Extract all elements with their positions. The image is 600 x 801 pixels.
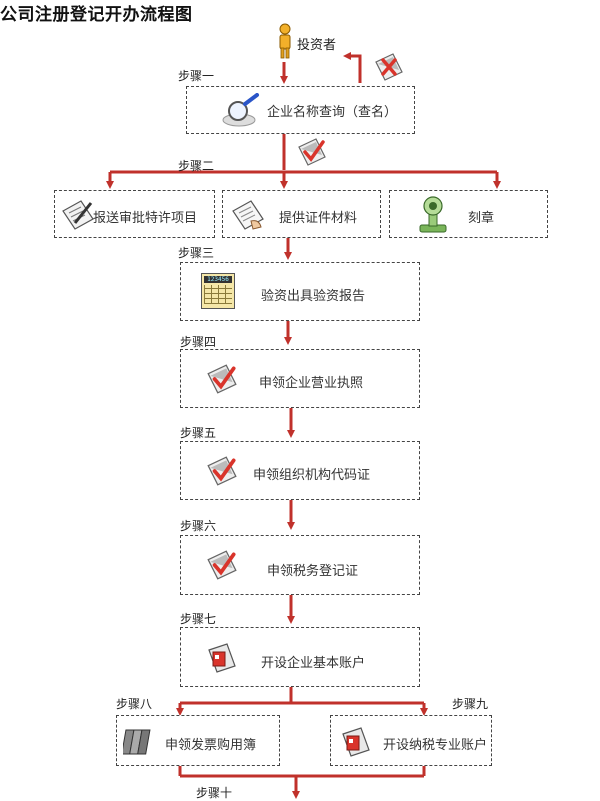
flow-box-label: 申领税务登记证 — [267, 564, 359, 579]
flow-box-label: 报送审批特许项目 — [93, 211, 198, 226]
page-title: 公司注册登记开办流程图 — [0, 5, 193, 25]
step-label-6: 步骤六 — [180, 519, 217, 533]
folder-document-icon — [208, 643, 236, 673]
flow-box-business-license: 申领企业营业执照 — [180, 349, 420, 408]
magnifier-icon — [222, 93, 259, 127]
calculator-icon: 123456 — [201, 273, 235, 309]
calculator-display: 123456 — [204, 276, 232, 283]
books-icon — [123, 729, 151, 755]
folder-document-icon — [342, 727, 370, 757]
flow-box-label: 申领组织机构代码证 — [253, 468, 371, 483]
step-label-3: 步骤三 — [178, 246, 215, 260]
step-label-8: 步骤八 — [116, 697, 153, 711]
step-label-10: 步骤十 — [196, 786, 233, 800]
flow-box-basic-account: 开设企业基本账户 — [180, 627, 420, 687]
check-clipboard-icon — [207, 550, 237, 580]
reject-clipboard-icon — [375, 53, 403, 81]
flow-box-label: 企业名称查询（查名） — [267, 105, 398, 120]
flow-box-invoice-book: 申领发票购用簿 — [116, 715, 280, 766]
flow-box-label: 刻章 — [468, 211, 495, 226]
flow-box-tax-registration: 申领税务登记证 — [180, 535, 420, 595]
person-icon — [279, 23, 291, 59]
step-label-5: 步骤五 — [180, 426, 217, 440]
step-label-4: 步骤四 — [180, 335, 217, 349]
flow-box-label: 开设企业基本账户 — [261, 656, 366, 671]
investor-label: 投资者 — [297, 38, 337, 53]
check-clipboard-icon — [298, 138, 326, 166]
flow-box-label: 申领企业营业执照 — [259, 376, 364, 391]
step-label-2: 步骤二 — [178, 159, 215, 173]
document-pen-icon — [62, 200, 94, 230]
document-hand-icon — [232, 200, 264, 230]
flow-box-documents: 提供证件材料 — [222, 190, 381, 238]
flow-box-label: 提供证件材料 — [279, 211, 358, 226]
arrow-return-investor — [343, 52, 362, 83]
flow-box-org-code: 申领组织机构代码证 — [180, 441, 420, 500]
flow-box-label: 验资出具验资报告 — [261, 289, 366, 304]
step-label-1: 步骤一 — [178, 69, 215, 83]
flow-box-approval: 报送审批特许项目 — [54, 190, 215, 238]
flow-box-label: 开设纳税专业账户 — [383, 738, 488, 753]
flow-box-capital-verification: 123456 验资出具验资报告 — [180, 262, 420, 321]
check-clipboard-icon — [207, 456, 237, 486]
flow-box-tax-account: 开设纳税专业账户 — [330, 715, 492, 766]
flow-box-name-search: 企业名称查询（查名） — [186, 86, 415, 134]
stamp-icon — [419, 196, 447, 233]
flow-box-seal: 刻章 — [389, 190, 548, 238]
flow-box-label: 申领发票购用簿 — [165, 738, 257, 753]
step-label-9: 步骤九 — [452, 697, 489, 711]
check-clipboard-icon — [207, 364, 237, 394]
step-label-7: 步骤七 — [180, 612, 217, 626]
